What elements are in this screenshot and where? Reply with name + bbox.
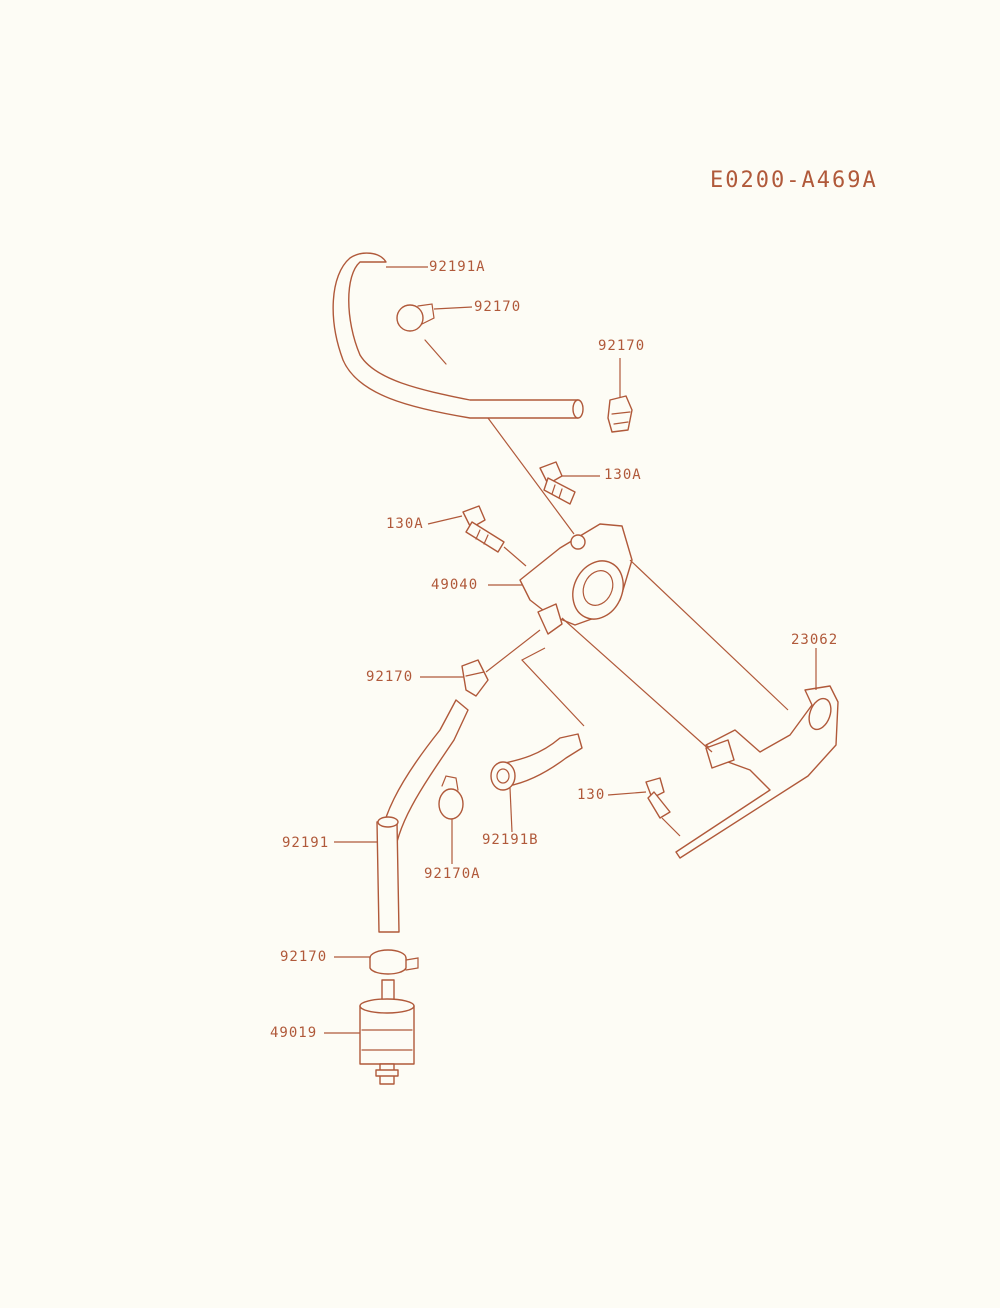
label-130a-left: 130A: [386, 516, 424, 532]
hose-92191a: [332, 252, 584, 419]
hose-92191: [376, 699, 469, 933]
label-23062: 23062: [791, 632, 839, 648]
label-92191a: 92191A: [429, 259, 486, 275]
label-130a-right: 130A: [604, 467, 642, 483]
bolt-small: [645, 777, 681, 837]
label-92170-right: 92170: [598, 338, 646, 354]
label-92170-mid: 92170: [366, 669, 414, 685]
bolt-left: [462, 505, 527, 567]
label-92170-bottom: 92170: [280, 949, 328, 965]
clamp-top: [396, 303, 447, 365]
leader-lines: [324, 266, 817, 1034]
label-92170-top: 92170: [474, 299, 522, 315]
clamp-a: [438, 775, 464, 820]
hose-92191b: [490, 647, 585, 791]
label-49019: 49019: [270, 1025, 318, 1041]
label-130: 130: [577, 787, 606, 803]
label-92191b: 92191B: [482, 832, 539, 848]
label-92191: 92191: [282, 835, 330, 851]
label-92170a: 92170A: [424, 866, 481, 882]
clamp-mid: [461, 629, 541, 697]
clamp-bottom: [369, 949, 419, 975]
bolt-right: [539, 461, 576, 505]
bracket: [561, 559, 839, 859]
label-49040: 49040: [431, 577, 479, 593]
fuel-filter: [359, 979, 415, 1085]
fuel-pump: [487, 417, 633, 635]
clamp-right: [607, 395, 633, 433]
diagram-code: E0200-A469A: [710, 168, 878, 193]
